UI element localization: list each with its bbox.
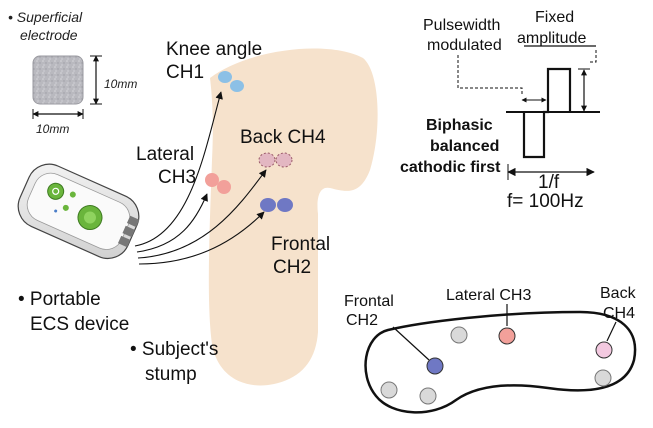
ecs-device [17,163,140,260]
amplitude-label-line1: Fixed [535,9,574,26]
frontal-electrode-2 [277,198,293,212]
subject-stump [205,48,378,386]
frequency-label: f= 100Hz [507,191,584,212]
biphasic-pulse [522,67,572,159]
cs-back-label-line2: CH4 [603,305,635,322]
amplitude-leader [588,50,597,63]
lateral-label-line2: CH3 [158,167,196,188]
cs-frontal-label-line2: CH2 [346,312,378,329]
wire-frontal [138,211,265,265]
inactive-electrode-4 [419,387,437,405]
cs-back-pointer [606,321,617,342]
subject-label-line1: • Subject's [130,339,218,360]
lateral-label-line1: Lateral [136,144,194,165]
wire-knee [134,91,223,247]
pulsewidth-label-line2: modulated [427,37,502,54]
cross-section-outline [364,310,637,414]
device-small-button-1 [69,191,76,198]
power-icon [52,187,60,195]
knee-electrode-1 [218,71,232,83]
electrode-title-line1: • Superficial [8,9,83,25]
device-port-2 [122,225,135,238]
amplitude-label-line2: amplitude [517,30,586,47]
inactive-electrode-2 [594,369,612,387]
electrode-pad [32,55,84,105]
frontal-label-line2: CH2 [273,257,311,278]
cs-frontal-pointer [392,326,430,361]
device-port-3 [117,235,131,248]
frontal-label-line1: Frontal [271,234,330,255]
device-port-1 [126,215,140,228]
wire-back [137,169,267,259]
cs-frontal-label-line1: Frontal [344,293,394,310]
period-label: 1/f [538,172,560,193]
pulse-type-line3: cathodic first [400,159,501,176]
device-indicator-led [54,209,58,213]
pulse-type-line2: balanced [430,138,499,155]
device-small-button-2 [62,204,69,211]
device-label-line1: • Portable [18,289,101,310]
device-label-line2: ECS device [30,314,129,335]
back-label: Back CH4 [240,127,326,148]
cs-back-label-line1: Back [600,285,637,302]
lateral-electrode-2 [217,180,231,194]
pulsewidth-leader [457,55,523,96]
inactive-electrode-3 [380,381,398,399]
lead-wires [134,91,267,265]
subject-label-line2: stump [145,364,197,385]
lateral-electrode-1 [205,173,219,187]
electrode-height-label: 10mm [104,77,137,91]
electrode-title-line2: electrode [20,27,78,43]
knee-label-line1: Knee angle [166,39,262,60]
cs-lateral-label: Lateral CH3 [446,287,531,304]
back-electrode-2 [275,152,293,168]
back-ch4-electrode [595,341,613,359]
knee-label-line2: CH1 [166,62,204,83]
back-electrode-1 [258,152,276,168]
electrode-section: • Superficial electrode 10mm 10mm [8,9,137,136]
pulsewidth-label-line1: Pulsewidth [423,17,500,34]
frontal-electrode-1 [260,198,276,212]
waveform-panel: Pulsewidth modulated Fixed amplitude Bip… [400,9,600,212]
knee-electrode-2 [230,80,244,92]
lateral-ch3-electrode [498,327,516,345]
stump-shape [208,48,378,386]
cross-section: Lateral CH3 Frontal CH2 Back CH4 [344,285,637,414]
frontal-ch2-electrode [426,357,444,375]
wire-lateral [136,193,208,253]
inactive-electrode-1 [450,326,468,344]
pulse-type-line1: Biphasic [426,117,493,134]
electrode-width-label: 10mm [36,122,69,136]
device-power-button [47,182,65,200]
device-main-button-center [83,211,96,224]
